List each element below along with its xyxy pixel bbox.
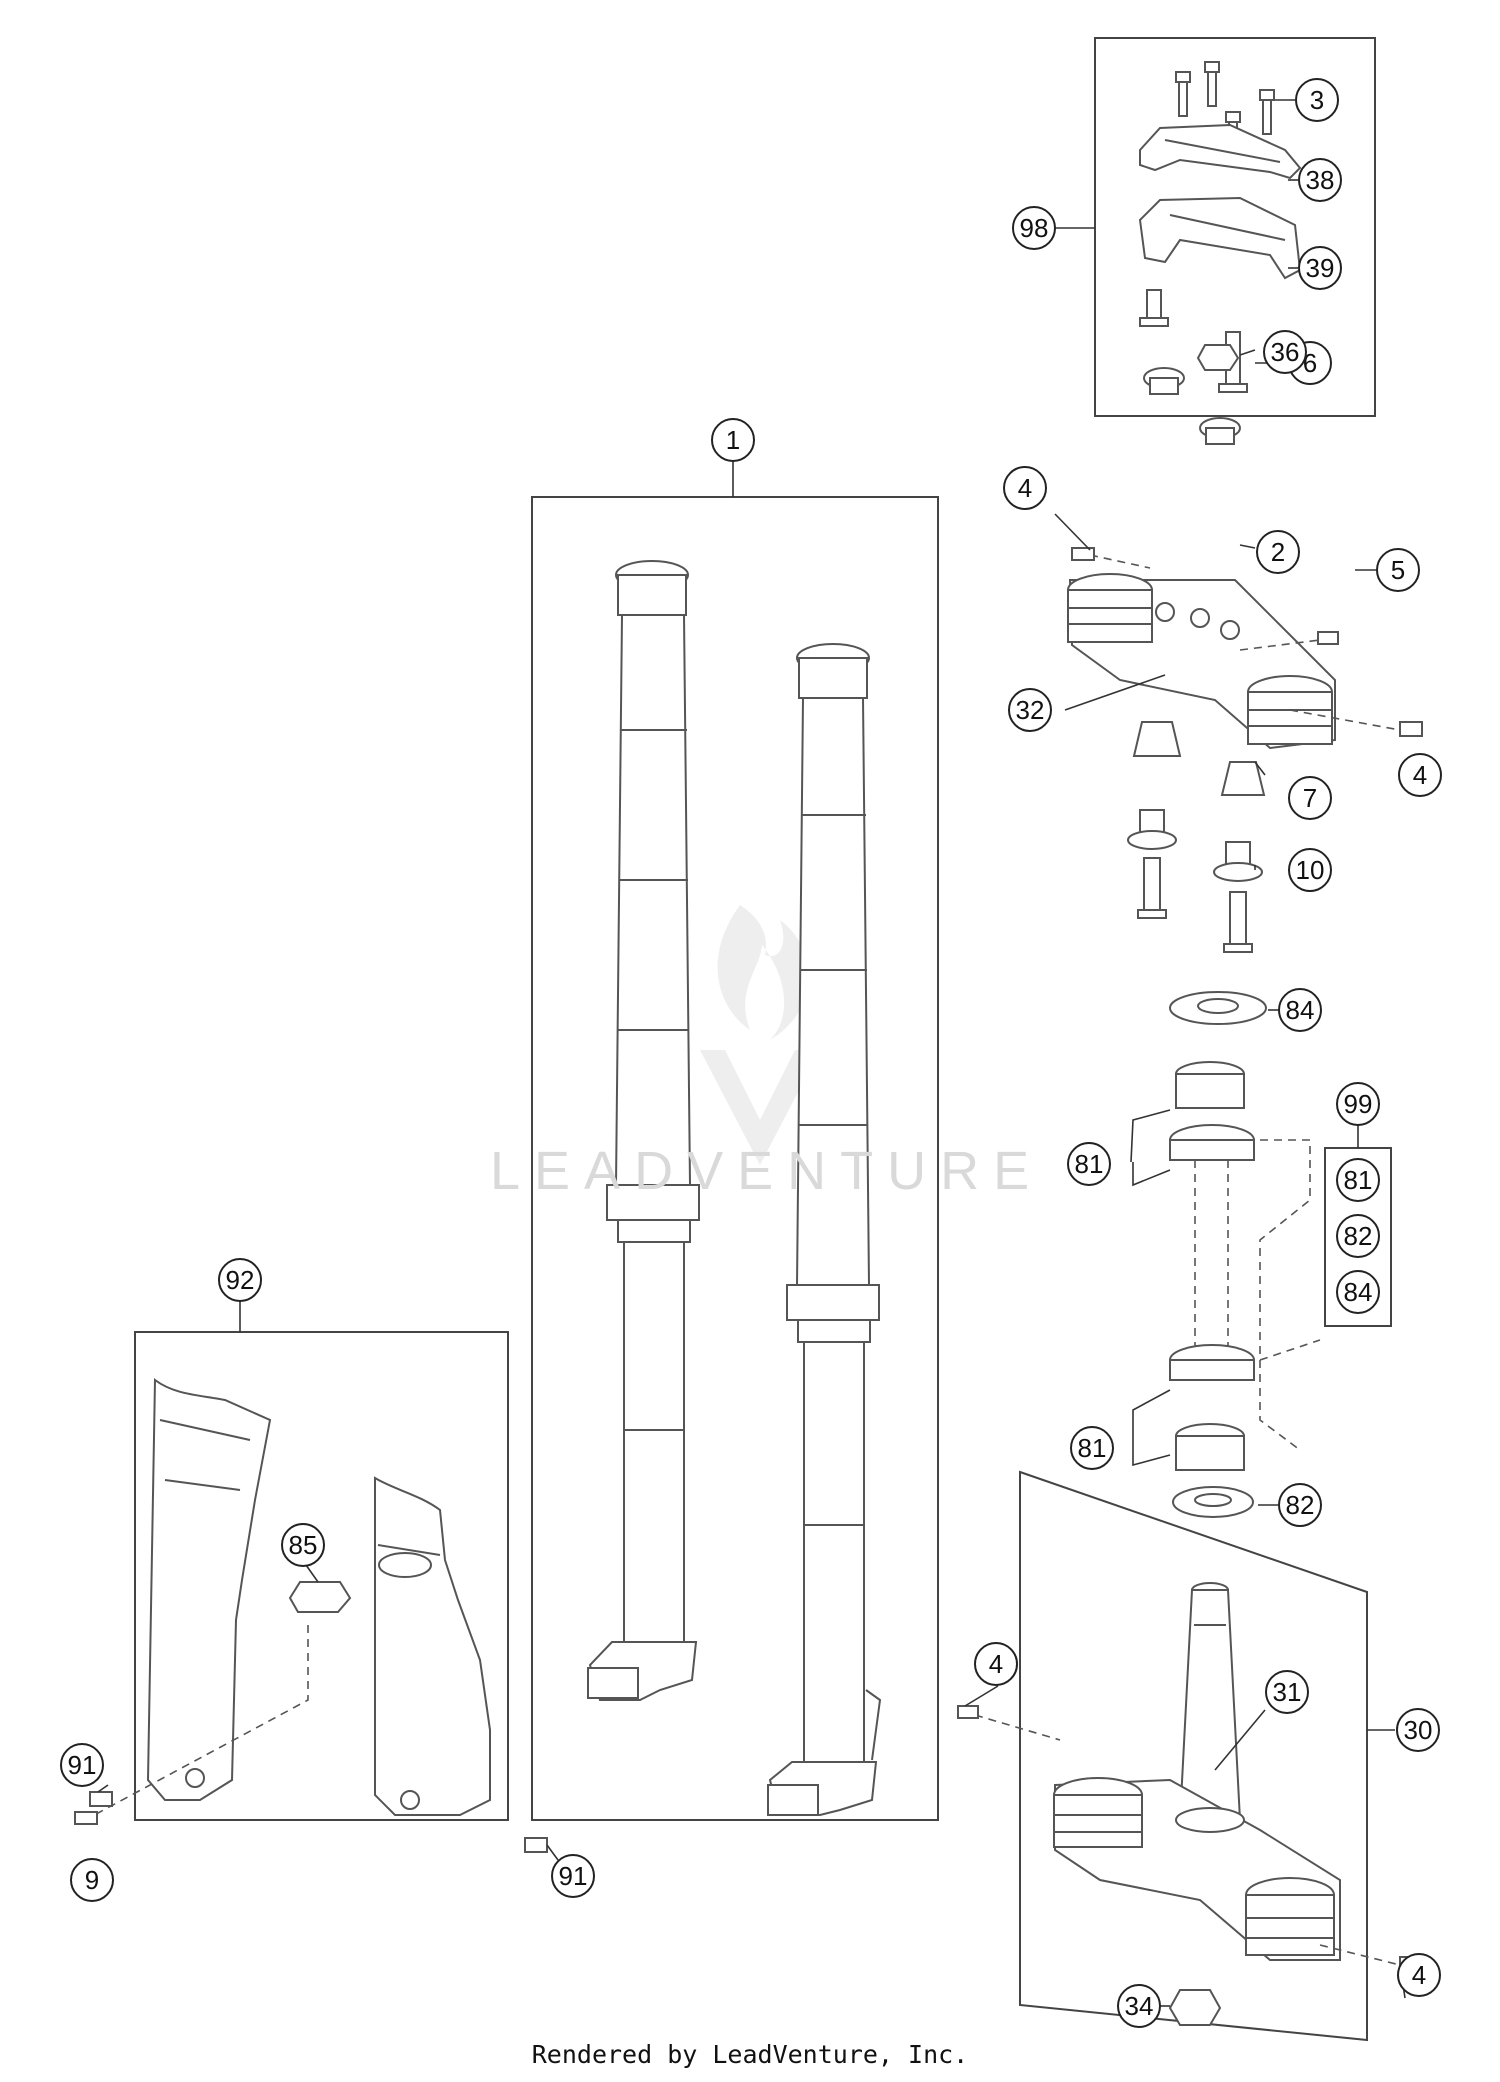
svg-text:1: 1: [726, 425, 740, 455]
svg-text:81: 81: [1075, 1149, 1104, 1179]
bolt-part: [1175, 61, 1275, 157]
svg-text:82: 82: [1344, 1221, 1373, 1251]
svg-text:30: 30: [1404, 1715, 1433, 1745]
svg-text:2: 2: [1271, 537, 1285, 567]
svg-text:84: 84: [1286, 995, 1315, 1025]
svg-text:39: 39: [1306, 253, 1335, 283]
callout-81-lower[interactable]: 81: [1070, 1426, 1114, 1470]
callout-1[interactable]: 1: [711, 418, 755, 462]
svg-text:4: 4: [989, 1649, 1003, 1679]
watermark-logo: [700, 905, 820, 1165]
callout-5[interactable]: 5: [1376, 548, 1420, 592]
callout-85[interactable]: 85: [281, 1523, 325, 1567]
svg-text:7: 7: [1303, 783, 1317, 813]
svg-text:32: 32: [1016, 695, 1045, 725]
svg-text:9: 9: [85, 1865, 99, 1895]
callout-81-upper[interactable]: 81: [1067, 1142, 1111, 1186]
svg-text:31: 31: [1273, 1677, 1302, 1707]
box-92-fork-guards: [74, 1300, 509, 1825]
callout-2[interactable]: 2: [1256, 530, 1300, 574]
svg-text:3: 3: [1310, 85, 1324, 115]
upper-triple-clamp: [1067, 344, 1423, 750]
right-fork-guard: [374, 1476, 491, 1816]
callout-31[interactable]: 31: [1265, 1670, 1309, 1714]
left-fork-guard: [146, 1378, 272, 1801]
callout-92[interactable]: 92: [218, 1258, 262, 1302]
callout-4-lower-left[interactable]: 4: [974, 1642, 1018, 1686]
svg-text:91: 91: [559, 1861, 588, 1891]
callout-82-kit[interactable]: 82: [1336, 1214, 1380, 1258]
svg-text:4: 4: [1412, 1960, 1426, 1990]
callout-81-kit[interactable]: 81: [1336, 1158, 1380, 1202]
callout-4-upper-right[interactable]: 4: [1398, 753, 1442, 797]
callout-39[interactable]: 39: [1298, 246, 1342, 290]
svg-text:81: 81: [1344, 1165, 1373, 1195]
callout-4-lower-right[interactable]: 4: [1397, 1953, 1441, 1997]
footer-credit: Rendered by LeadVenture, Inc.: [531, 2040, 969, 2069]
svg-text:84: 84: [1344, 1277, 1373, 1307]
callout-30[interactable]: 30: [1396, 1708, 1440, 1752]
callout-91-right[interactable]: 91: [551, 1854, 595, 1898]
svg-text:10: 10: [1296, 855, 1325, 885]
watermark-text: LEADVENTURE: [490, 1141, 1044, 1201]
svg-text:99: 99: [1344, 1089, 1373, 1119]
rubber-bushing-parts: [1127, 721, 1266, 953]
svg-text:38: 38: [1306, 165, 1335, 195]
callout-10[interactable]: 10: [1288, 848, 1332, 892]
svg-text:91: 91: [68, 1750, 97, 1780]
callout-91-left[interactable]: 91: [60, 1743, 104, 1787]
svg-text:36: 36: [1271, 337, 1300, 367]
callout-98[interactable]: 98: [1012, 206, 1056, 250]
callout-9[interactable]: 9: [70, 1858, 114, 1902]
callout-3[interactable]: 3: [1295, 78, 1339, 122]
box-30-lower-triple-clamp: [957, 1470, 1421, 2042]
svg-text:98: 98: [1020, 213, 1049, 243]
callout-34[interactable]: 34: [1117, 1984, 1161, 2028]
svg-text:4: 4: [1018, 473, 1032, 503]
callout-7[interactable]: 7: [1288, 776, 1332, 820]
svg-text:34: 34: [1125, 1991, 1154, 2021]
callout-99[interactable]: 99: [1336, 1082, 1380, 1126]
right-fork-leg: [767, 643, 882, 1817]
svg-text:81: 81: [1078, 1433, 1107, 1463]
guard-screw-parts: [89, 1791, 548, 1853]
box-1-fork-legs: [531, 462, 939, 1821]
callout-38[interactable]: 38: [1298, 158, 1342, 202]
callout-84-upper[interactable]: 84: [1278, 988, 1322, 1032]
svg-text:82: 82: [1286, 1490, 1315, 1520]
callout-32[interactable]: 32: [1008, 688, 1052, 732]
callout-82-lower[interactable]: 82: [1278, 1483, 1322, 1527]
callout-36[interactable]: 36: [1263, 330, 1307, 374]
steering-bearing-parts: [1169, 991, 1321, 1518]
svg-text:5: 5: [1391, 555, 1405, 585]
svg-text:92: 92: [226, 1265, 255, 1295]
svg-text:4: 4: [1413, 760, 1427, 790]
svg-text:85: 85: [289, 1530, 318, 1560]
callout-4-upper-left[interactable]: 4: [1003, 466, 1047, 510]
box-98-clamp-kit: [1055, 37, 1376, 417]
callout-84-kit[interactable]: 84: [1336, 1270, 1380, 1314]
left-fork-leg: [587, 560, 700, 1701]
